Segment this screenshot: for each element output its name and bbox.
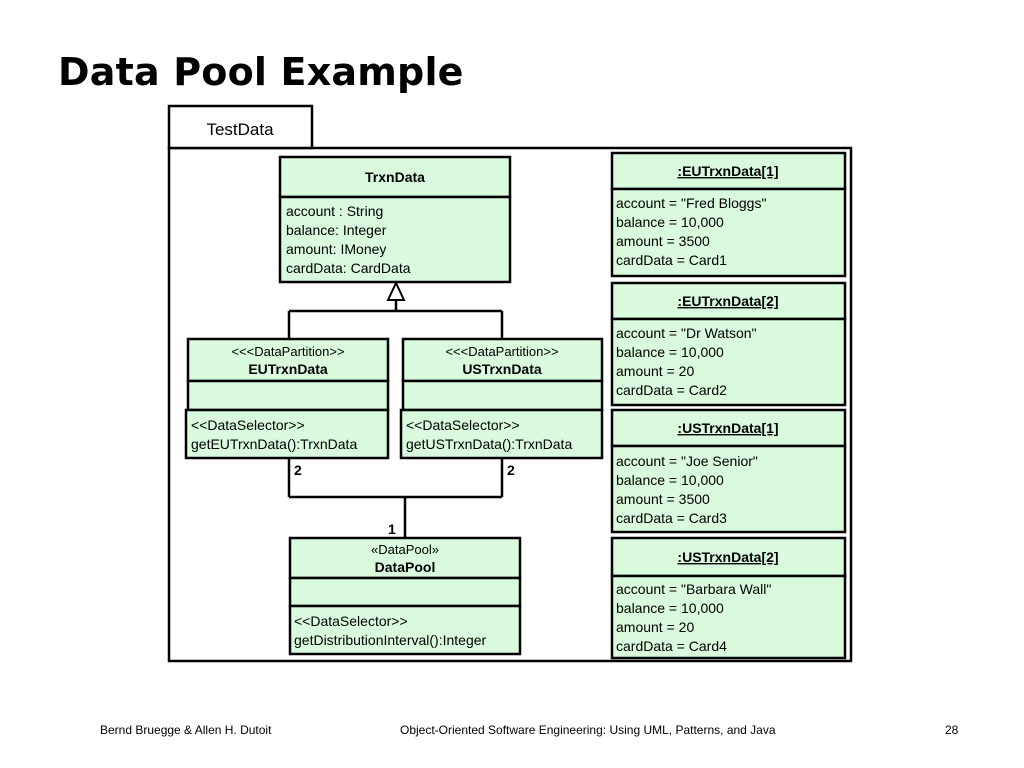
object-slot: cardData = Card4 (616, 638, 727, 654)
trxndata-attribute: account : String (286, 203, 383, 219)
object-name-compartment (610, 281, 847, 321)
multiplicity-eu: 2 (294, 462, 302, 478)
object-eutrxndata-1: :EUTrxnData[1] account = "Fred Bloggs" b… (610, 151, 847, 278)
object-name: :EUTrxnData[2] (677, 293, 778, 309)
object-slot: cardData = Card1 (616, 252, 727, 268)
ustrxndata-attribute-compartment (401, 379, 604, 412)
datapool-operation: <<DataSelector>> (294, 613, 408, 629)
multiplicity-us: 2 (507, 462, 515, 478)
footer-book-title: Object-Oriented Software Engineering: Us… (400, 723, 776, 737)
object-ustrxndata-2: :USTrxnData[2] account = "Barbara Wall" … (610, 536, 847, 660)
object-slot: cardData = Card2 (616, 382, 727, 398)
trxndata-attribute: amount: IMoney (286, 241, 386, 257)
object-eutrxndata-2: :EUTrxnData[2] account = "Dr Watson" bal… (610, 281, 847, 407)
slide-title: Data Pool Example (58, 50, 464, 94)
datapool-name: DataPool (375, 559, 436, 575)
object-name-compartment (610, 151, 847, 191)
eutrxndata-name: EUTrxnData (248, 361, 328, 377)
class-ustrxndata: <<<DataPartition>> USTrxnData <<DataSele… (399, 337, 604, 460)
object-name-compartment (610, 408, 847, 448)
trxndata-attribute: cardData: CardData (286, 260, 411, 276)
ustrxndata-stereotype: <<<DataPartition>> (445, 344, 558, 359)
trxndata-name: TrxnData (365, 169, 425, 185)
object-slot: cardData = Card3 (616, 510, 727, 526)
footer-authors: Bernd Bruegge & Allen H. Dutoit (100, 723, 272, 737)
package-tab (167, 104, 314, 150)
object-name: :USTrxnData[1] (677, 420, 778, 436)
object-slot-compartment (610, 187, 847, 278)
datapool-stereotype: «DataPool» (371, 542, 439, 557)
object-slot: account = "Barbara Wall" (616, 581, 771, 597)
class-eutrxndata: <<<DataPartition>> EUTrxnData <<DataSele… (184, 337, 390, 460)
ustrxndata-operation: getUSTrxnData():TrxnData (406, 436, 572, 452)
eutrxndata-stereotype: <<<DataPartition>> (231, 344, 344, 359)
datapool-attribute-compartment (288, 576, 522, 608)
trxndata-attribute: balance: Integer (286, 222, 387, 238)
eutrxndata-operation-compartment (184, 408, 390, 460)
object-slot: balance = 10,000 (616, 344, 724, 360)
object-slot: amount = 20 (616, 619, 694, 635)
datapool-operation-compartment (288, 604, 522, 656)
object-slot: balance = 10,000 (616, 472, 724, 488)
object-slot-compartment (610, 444, 847, 534)
association-lines (287, 458, 504, 538)
generalization (287, 280, 504, 339)
package-label: TestData (206, 120, 274, 139)
eutrxndata-operation: <<DataSelector>> (191, 417, 305, 433)
trxndata-attribute-compartment (278, 195, 512, 284)
eutrxndata-name-compartment (186, 337, 390, 383)
object-slot: amount = 20 (616, 363, 694, 379)
object-slot: account = "Dr Watson" (616, 325, 757, 341)
generalization-arrowhead (386, 280, 406, 301)
object-slot-compartment (610, 574, 847, 660)
page-number: 28 (945, 723, 959, 737)
multiplicity-pool: 1 (388, 521, 396, 537)
object-slot: account = "Fred Bloggs" (616, 195, 766, 211)
eutrxndata-attribute-compartment (186, 379, 390, 412)
eutrxndata-operation: getEUTrxnData():TrxnData (191, 436, 357, 452)
datapool-operation: getDistributionInterval():Integer (294, 632, 487, 648)
object-name: :EUTrxnData[1] (677, 163, 778, 179)
object-ustrxndata-1: :USTrxnData[1] account = "Joe Senior" ba… (610, 408, 847, 534)
object-slot-compartment (610, 317, 847, 407)
class-datapool: «DataPool» DataPool <<DataSelector>> get… (288, 536, 522, 656)
object-slot: amount = 3500 (616, 233, 710, 249)
class-trxndata: TrxnData account : String balance: Integ… (278, 155, 512, 284)
object-slot: account = "Joe Senior" (616, 453, 758, 469)
ustrxndata-operation: <<DataSelector>> (406, 417, 520, 433)
object-slot: balance = 10,000 (616, 600, 724, 616)
object-slot: amount = 3500 (616, 491, 710, 507)
ustrxndata-name: USTrxnData (462, 361, 542, 377)
object-slot: balance = 10,000 (616, 214, 724, 230)
object-name: :USTrxnData[2] (677, 549, 778, 565)
